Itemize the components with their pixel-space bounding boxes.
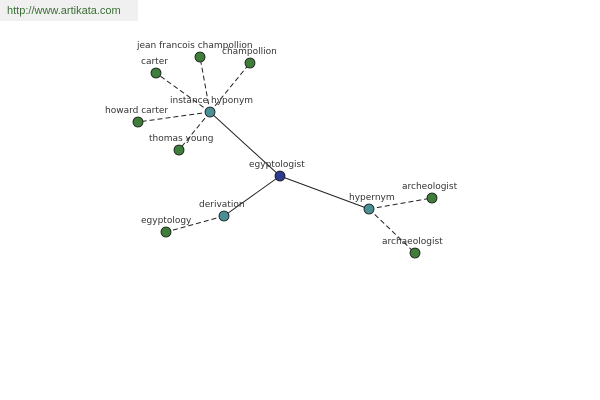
edge-egyptologist-to-derivation (223, 175, 281, 217)
edge-instance-hyponym-to-thomas-young (178, 111, 211, 151)
nodes (132, 51, 438, 259)
node-label-derivation: derivation (199, 200, 245, 210)
node-egyptology[interactable] (160, 226, 172, 238)
node-jean-francois[interactable] (194, 51, 206, 63)
node-label-champollion: champollion (222, 47, 277, 57)
node-label-thomas-young: thomas young (149, 134, 214, 144)
node-labels: egyptologist instance hyponym derivation hy… (105, 41, 458, 247)
node-label-egyptology: egyptology (141, 216, 192, 226)
node-label-instance-hyponym: instance hyponym (170, 96, 253, 106)
node-hypernym[interactable] (363, 203, 375, 215)
watermark-url[interactable]: http://www.artikata.com (0, 0, 138, 21)
edge-instance-hyponym-to-jean-francois (199, 56, 211, 113)
node-label-jean-francois: jean francois champollion (136, 41, 253, 51)
node-egyptologist[interactable] (274, 170, 286, 182)
edge-hypernym-to-archaeologist (368, 208, 416, 254)
node-label-carter: carter (141, 57, 168, 67)
node-label-egyptologist: egyptologist (249, 160, 305, 170)
node-archaeologist[interactable] (409, 247, 421, 259)
node-instance-hyponym[interactable] (204, 106, 216, 118)
node-label-howard-carter: howard carter (105, 106, 168, 116)
node-thomas-young[interactable] (173, 144, 185, 156)
node-archeologist[interactable] (426, 192, 438, 204)
node-howard-carter[interactable] (132, 116, 144, 128)
node-label-archeologist: archeologist (402, 182, 458, 192)
edges (137, 56, 433, 254)
edge-instance-hyponym-to-champollion (209, 62, 251, 113)
edge-egyptologist-to-instance-hyponym (209, 111, 281, 177)
node-label-archaeologist: archaeologist (382, 237, 443, 247)
edge-hypernym-to-archeologist (368, 197, 433, 210)
edge-instance-hyponym-to-howard-carter (137, 111, 211, 123)
node-champollion[interactable] (244, 57, 256, 69)
edge-derivation-to-egyptology (165, 215, 225, 233)
edge-instance-hyponym-to-carter (155, 72, 211, 113)
edge-egyptologist-to-hypernym (279, 175, 370, 210)
node-derivation[interactable] (218, 210, 230, 222)
node-label-hypernym: hypernym (349, 193, 395, 203)
node-carter[interactable] (150, 67, 162, 79)
